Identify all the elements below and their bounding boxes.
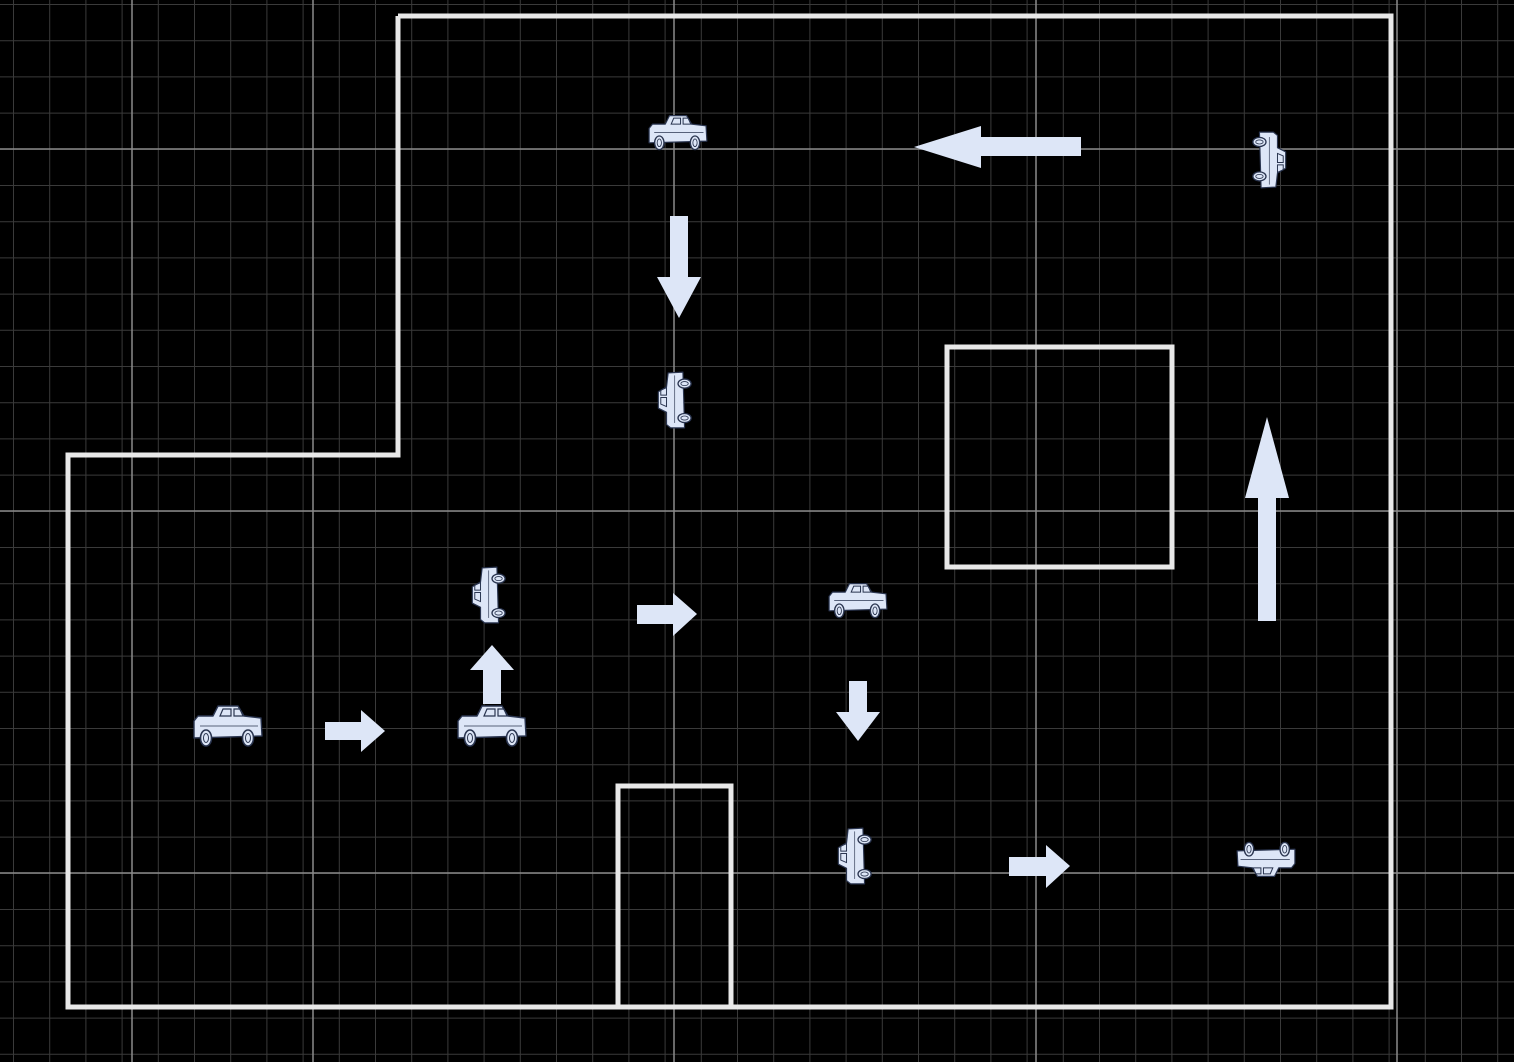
car-icon [1236,841,1296,878]
car-icon [657,371,692,429]
arrow-icon [637,593,697,636]
walls [65,13,1394,1010]
arrow-icon [470,645,514,704]
car-icon [193,705,263,747]
arrow-icon [836,681,880,741]
arrow-icon [325,710,385,752]
car-icon [648,114,708,151]
car-icon [828,582,888,619]
cars [193,114,1296,885]
arrow-icon [657,216,701,318]
car-icon [471,566,506,624]
arrow-icon [1245,417,1289,621]
outer-wall [65,13,1394,1010]
car-icon [837,827,872,885]
arrow-icon [914,126,1081,168]
inner-obstacle [944,344,1175,570]
arrow-icon [1009,845,1070,888]
movement-arrows [325,126,1289,888]
alcove-wall [615,783,734,1007]
car-icon [457,705,527,747]
